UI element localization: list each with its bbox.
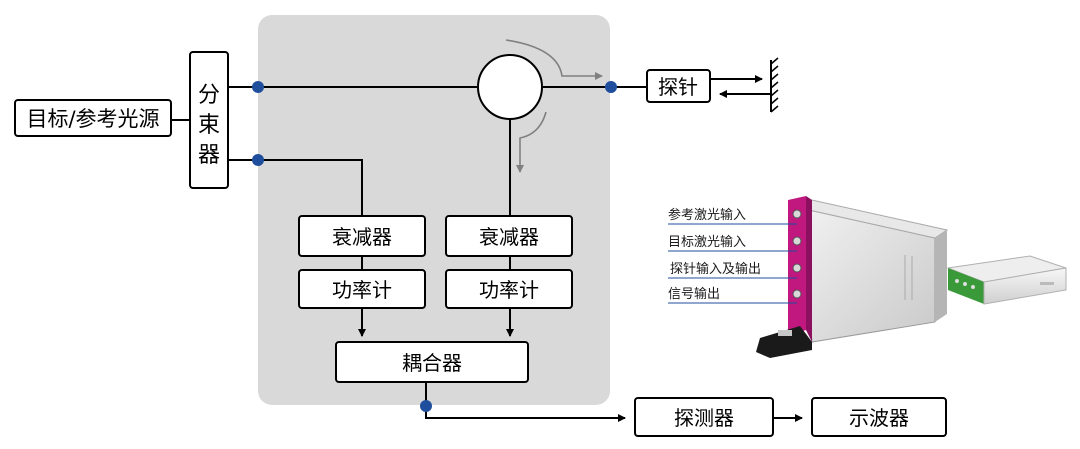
module-label-target-input: 目标激光输入 [668, 234, 746, 250]
source-block: 目标/参考光源 [14, 99, 172, 137]
module-label-reference-input: 参考激光输入 [668, 207, 746, 223]
attenuator-right-label: 衰减器 [479, 225, 539, 249]
detector-block: 探测器 [634, 397, 774, 437]
attenuator-right-block: 衰减器 [445, 215, 573, 257]
power-meter-right-block: 功率计 [445, 269, 573, 309]
module-label-signal-output: 信号输出 [668, 286, 720, 302]
splitter-block: 分 束 器 [189, 51, 229, 189]
circulator-direction-arrows [505, 39, 603, 173]
coupler-label: 耦合器 [402, 351, 462, 375]
source-label: 目标/参考光源 [26, 107, 159, 131]
connection-lines [171, 75, 803, 422]
splitter-label-1: 分 [198, 83, 220, 108]
power-meter-right-label: 功率计 [479, 278, 539, 302]
attenuator-left-label: 衰减器 [332, 225, 392, 249]
coupler-block: 耦合器 [335, 341, 529, 383]
junction-nodes [252, 81, 617, 412]
benchtop-instrument-photo [946, 255, 1067, 305]
splitter-label-3: 器 [198, 143, 220, 168]
circulator [477, 54, 543, 120]
splitter-label-2: 束 [198, 113, 220, 138]
junction-node [605, 81, 617, 93]
oscilloscope-label: 示波器 [849, 406, 909, 430]
mirror-icon [770, 57, 779, 113]
junction-node [252, 81, 264, 93]
junction-node [252, 154, 264, 166]
junction-node [420, 400, 432, 412]
probe-label: 探针 [658, 75, 698, 99]
module-label-probe-io: 探针输入及输出 [670, 261, 761, 277]
oscilloscope-block: 示波器 [811, 397, 947, 437]
power-meter-left-block: 功率计 [298, 269, 426, 309]
module-port-labels: 参考激光输入 目标激光输入 探针输入及输出 信号输出 [668, 207, 797, 304]
probe-block: 探针 [646, 69, 711, 103]
pxi-module-photo [756, 196, 949, 358]
attenuator-left-block: 衰减器 [298, 215, 426, 257]
detector-label: 探测器 [674, 406, 734, 430]
power-meter-left-label: 功率计 [332, 278, 392, 302]
